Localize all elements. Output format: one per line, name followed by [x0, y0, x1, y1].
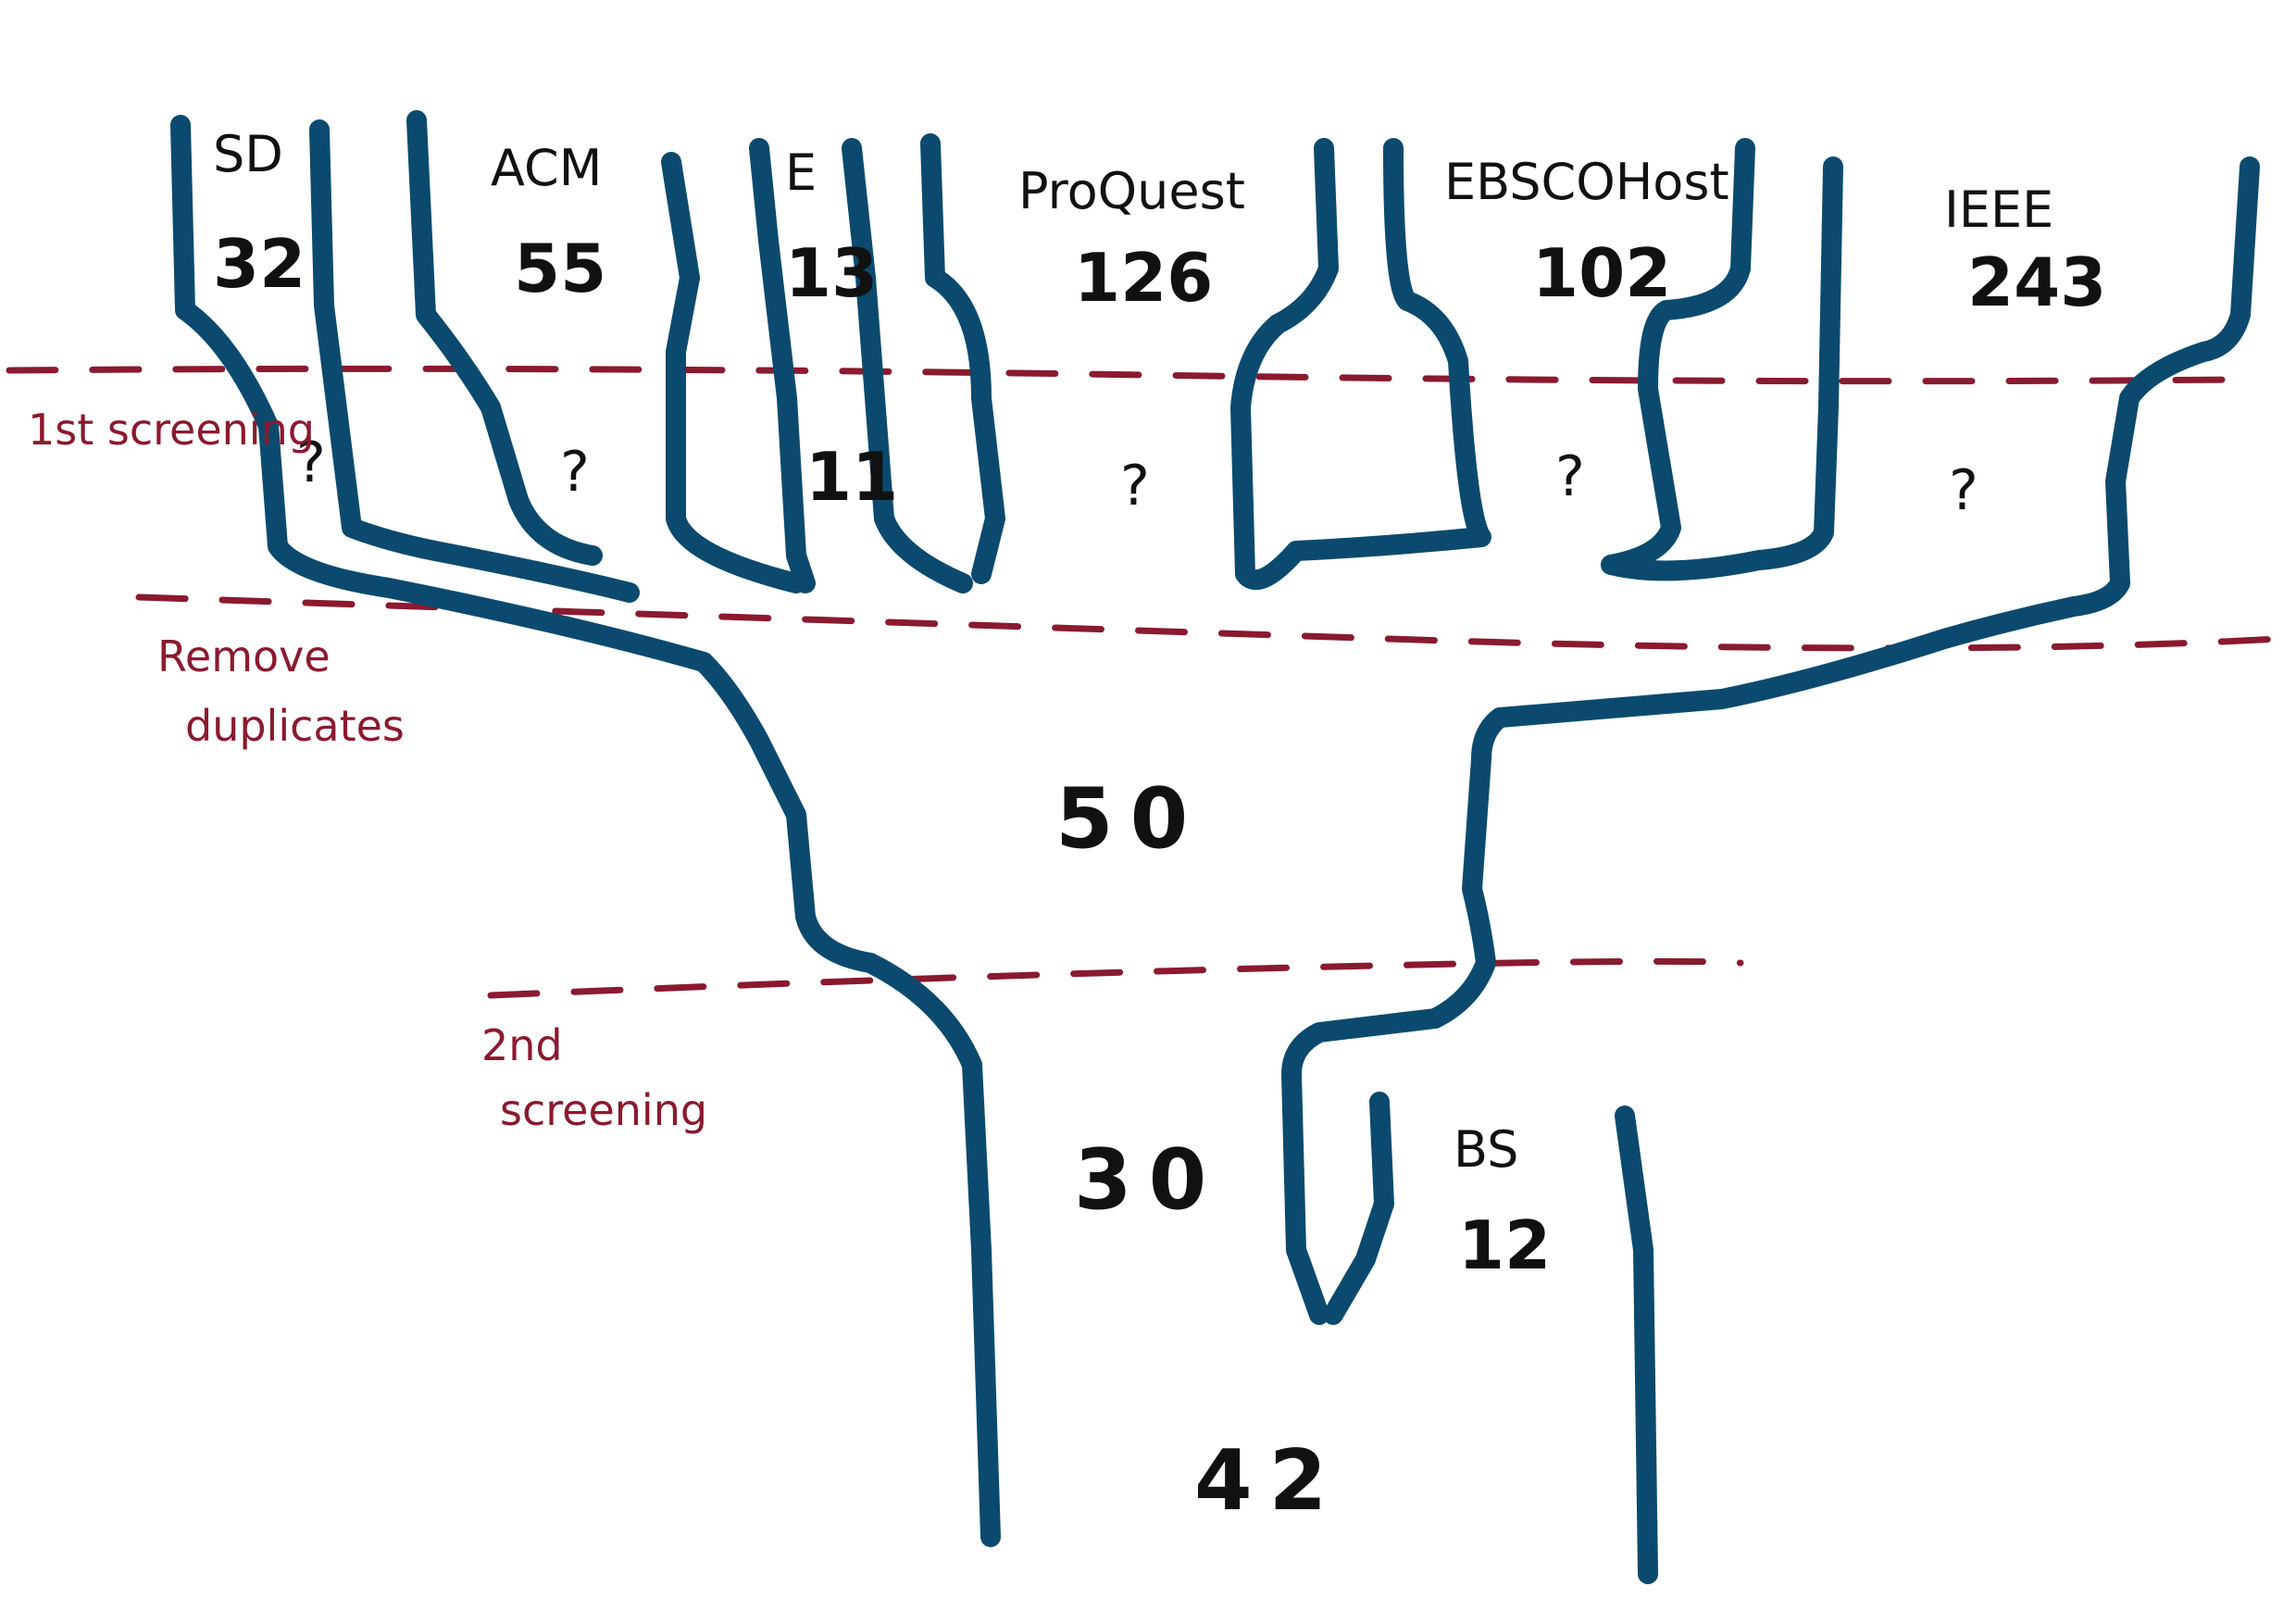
proquest-first-screening-value: ?	[1120, 454, 1150, 518]
e-label: E	[785, 144, 817, 202]
second-screening-line	[487, 957, 1744, 999]
acm-label: ACM	[491, 139, 602, 197]
e-pipe-right	[920, 133, 1005, 584]
ieee-count: 243	[1967, 244, 2106, 321]
second-screening-label: 2nd screening	[481, 1020, 707, 1135]
sd-count: 32	[213, 225, 306, 303]
sd-first-screening-value: ?	[296, 431, 326, 495]
acm-count: 55	[514, 230, 606, 307]
first-screening-label-line1: 1st screening	[28, 405, 315, 455]
remove-duplicates-label-line2: duplicates	[185, 701, 405, 751]
proquest-label: ProQuest	[1018, 162, 1245, 220]
source-acm: ACM 55 ?	[491, 139, 606, 505]
remove-duplicates-label: Remove duplicates	[157, 631, 405, 751]
second-screening-label-line2: screening	[500, 1085, 707, 1135]
ebscohost-first-screening-value: ?	[1555, 444, 1585, 509]
sd-pipe-left	[170, 115, 1001, 1547]
source-ebscohost: EBSCOHost 102 ?	[1444, 153, 1729, 509]
source-e: E 13 11	[785, 144, 898, 516]
proquest-pipe	[1230, 138, 1491, 591]
e-first-screening-value: 11	[805, 438, 898, 516]
sd-pipe-right	[309, 119, 640, 603]
bs-count: 12	[1458, 1206, 1551, 1284]
e-pipe-inner-left	[749, 138, 816, 593]
after-second-screening-count: 30	[1074, 1131, 1223, 1229]
ieee-label: IEEE	[1944, 181, 2053, 239]
source-ieee: IEEE 243 ?	[1944, 181, 2106, 523]
after-duplicates-count: 50	[1055, 770, 1204, 868]
remove-duplicates-line	[135, 593, 2281, 652]
ebscohost-pipe	[1601, 138, 1843, 581]
proquest-count: 126	[1074, 239, 1213, 317]
bs-label: BS	[1454, 1120, 1518, 1179]
sd-label: SD	[213, 125, 283, 183]
bs-pipe-left	[1323, 1092, 1394, 1325]
acm-pipe-left	[406, 110, 603, 566]
source-sd: SD 32 ?	[213, 125, 326, 495]
e-count: 13	[785, 234, 878, 312]
source-bs: BS 12	[1454, 1120, 1551, 1284]
e-pipe-left	[661, 152, 806, 593]
remove-duplicates-label-line1: Remove	[157, 631, 331, 681]
source-proquest: ProQuest 126 ?	[1018, 162, 1245, 518]
second-screening-label-line1: 2nd	[481, 1020, 563, 1070]
first-screening-label: 1st screening	[28, 405, 315, 455]
ieee-first-screening-value: ?	[1949, 458, 1978, 523]
ebscohost-label: EBSCOHost	[1444, 153, 1729, 211]
ebscohost-count: 102	[1532, 234, 1671, 312]
bs-pipe-right	[1615, 1106, 1658, 1584]
first-screening-line	[6, 365, 2235, 385]
acm-first-screening-value: ?	[560, 440, 590, 505]
ieee-pipe	[1281, 156, 2260, 1325]
final-count: 42	[1194, 1432, 1343, 1530]
e-pipe-inner-right	[842, 138, 973, 593]
